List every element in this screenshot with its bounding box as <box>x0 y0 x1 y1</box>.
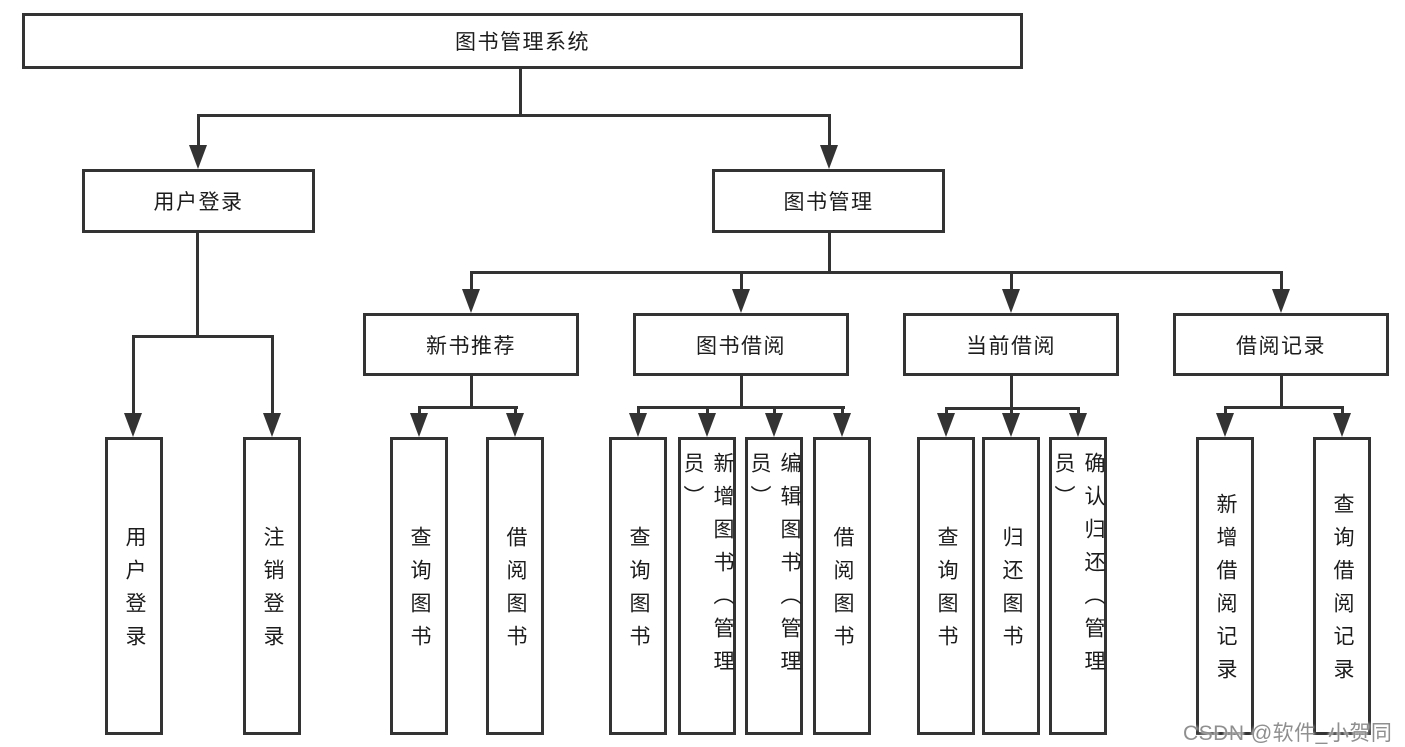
connector-book-mgmt-feed <box>828 233 831 274</box>
leaf-bb-query-book: 查询图书 <box>609 437 667 735</box>
arrow-down-icon <box>820 145 838 169</box>
leaf-nbr-borrow-book-label: 借阅图书 <box>504 526 527 658</box>
leaf-cb-return-book: 归还图书 <box>982 437 1040 735</box>
leaf-cb-query-book: 查询图书 <box>917 437 975 735</box>
leaf-br-add-record-label: 新增借阅记录 <box>1214 493 1237 691</box>
connector-user-login-split <box>132 335 273 338</box>
arrow-down-icon <box>189 145 207 169</box>
arrow-down-icon <box>732 289 750 313</box>
node-borrow-record: 借阅记录 <box>1173 313 1389 376</box>
arrow-down-icon <box>462 289 480 313</box>
leaf-user-login: 用户登录 <box>105 437 163 735</box>
arrow-down-icon <box>1002 289 1020 313</box>
node-new-book-recommend-label: 新书推荐 <box>426 334 516 358</box>
node-book-borrow-label: 图书借阅 <box>696 334 786 358</box>
arrow-down-icon <box>1216 413 1234 437</box>
connector-root-feed <box>519 69 522 117</box>
leaf-nbr-query-book: 查询图书 <box>390 437 448 735</box>
leaf-cb-query-book-label: 查询图书 <box>935 526 958 658</box>
arrow-down-icon <box>833 413 851 437</box>
arrow-down-icon <box>937 413 955 437</box>
arrow-down-icon <box>1002 413 1020 437</box>
connector-stub <box>197 114 200 150</box>
arrow-down-icon <box>1333 413 1351 437</box>
leaf-bb-query-book-label: 查询图书 <box>627 526 650 658</box>
arrow-down-icon <box>1272 289 1290 313</box>
arrow-down-icon <box>698 413 716 437</box>
node-borrow-record-label: 借阅记录 <box>1236 334 1326 358</box>
leaf-cb-confirm-return-admin: 确认归还（管理员） <box>1049 437 1107 735</box>
arrow-down-icon <box>263 413 281 437</box>
connector-stub <box>132 335 135 420</box>
connector-stub <box>470 271 473 293</box>
connector-stub <box>828 114 831 150</box>
leaf-br-add-record: 新增借阅记录 <box>1196 437 1254 735</box>
leaf-bb-edit-book-admin-label: 编辑图书（管理员） <box>748 452 801 683</box>
leaf-bb-borrow-book-label: 借阅图书 <box>831 526 854 658</box>
connector-book-borrow-feed <box>740 376 743 409</box>
node-user-login: 用户登录 <box>82 169 315 233</box>
connector-book-borrow-split <box>637 406 845 409</box>
connector-stub <box>1280 271 1283 293</box>
leaf-nbr-borrow-book: 借阅图书 <box>486 437 544 735</box>
connector-stub <box>1010 271 1013 293</box>
node-book-management-label: 图书管理 <box>783 191 874 214</box>
connector-borrow-record-split <box>1224 406 1344 409</box>
connector-user-login-feed <box>196 233 199 338</box>
connector-new-book-split <box>418 406 518 409</box>
arrow-down-icon <box>410 413 428 437</box>
arrow-down-icon <box>629 413 647 437</box>
node-current-borrow-label: 当前借阅 <box>966 334 1056 358</box>
arrow-down-icon <box>765 413 783 437</box>
leaf-logout: 注销登录 <box>243 437 301 735</box>
node-root-label: 图书管理系统 <box>455 31 590 54</box>
leaf-cb-confirm-return-admin-label: 确认归还（管理员） <box>1052 452 1105 683</box>
connector-stub <box>271 335 274 420</box>
arrow-down-icon <box>124 413 142 437</box>
leaf-br-query-record-label: 查询借阅记录 <box>1331 493 1354 691</box>
connector-stub <box>740 271 743 293</box>
connector-borrow-record-feed <box>1280 376 1283 409</box>
arrow-down-icon <box>1069 413 1087 437</box>
leaf-bb-borrow-book: 借阅图书 <box>813 437 871 735</box>
connector-book-mgmt-split <box>470 271 1282 274</box>
node-root: 图书管理系统 <box>22 13 1023 69</box>
node-new-book-recommend: 新书推荐 <box>363 313 579 376</box>
node-book-borrow: 图书借阅 <box>633 313 849 376</box>
leaf-logout-label: 注销登录 <box>261 526 284 658</box>
leaf-br-query-record: 查询借阅记录 <box>1313 437 1371 735</box>
watermark-text: CSDN @软件_小贺同学 <box>1183 722 1393 745</box>
leaf-bb-add-book-admin-label: 新增图书（管理员） <box>681 452 734 683</box>
arrow-down-icon <box>506 413 524 437</box>
leaf-bb-add-book-admin: 新增图书（管理员） <box>678 437 736 735</box>
leaf-cb-return-book-label: 归还图书 <box>1000 526 1023 658</box>
leaf-bb-edit-book-admin: 编辑图书（管理员） <box>745 437 803 735</box>
node-user-login-label: 用户登录 <box>153 191 244 214</box>
node-book-management: 图书管理 <box>712 169 945 233</box>
leaf-nbr-query-book-label: 查询图书 <box>408 526 431 658</box>
node-current-borrow: 当前借阅 <box>903 313 1119 376</box>
leaf-user-login-label: 用户登录 <box>123 526 146 658</box>
connector-current-borrow-feed <box>1010 376 1013 410</box>
connector-new-book-feed <box>470 376 473 409</box>
connector-root-split <box>197 114 831 117</box>
